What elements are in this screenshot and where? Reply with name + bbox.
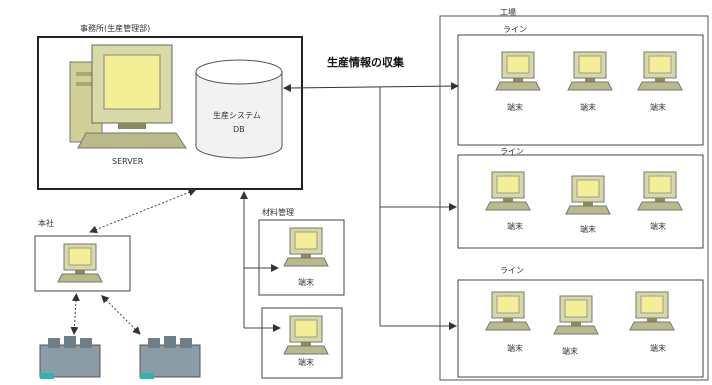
terminal-pc-icon (629, 291, 675, 331)
terminal-pc-icon (565, 175, 611, 215)
materials-terminal-label: 端末 (298, 358, 314, 367)
terminal-label: 端末 (650, 103, 666, 112)
server-label: SERVER (112, 157, 144, 166)
line-box-2 (457, 154, 704, 249)
headoffice-title: 本社 (38, 219, 54, 228)
terminal-pc-icon (57, 243, 103, 283)
terminal-label: 端末 (580, 103, 596, 112)
printer-icon (39, 336, 101, 379)
terminal-pc-icon (637, 171, 683, 211)
materials-terminal-label: 端末 (298, 278, 314, 287)
office-title: 事務所(生産管理部) (80, 24, 151, 33)
office-headoffice-link (89, 188, 197, 234)
server-computer-icon (69, 44, 187, 149)
factory-frame (439, 15, 709, 381)
terminal-pc-icon (495, 51, 541, 91)
printer-link-1 (70, 293, 80, 335)
line-label-1: ライン (503, 25, 527, 34)
printer-icon (139, 336, 201, 379)
factory-title: 工場 (500, 8, 516, 17)
terminal-label: 端末 (507, 103, 523, 112)
terminal-pc-icon (485, 291, 531, 331)
terminal-label: 端末 (507, 222, 523, 231)
line-label-3: ライン (500, 266, 524, 275)
line-label-2: ライン (500, 147, 524, 156)
terminal-pc-icon (553, 295, 599, 335)
terminal-pc-icon (283, 227, 329, 267)
line-box-3 (457, 279, 704, 378)
terminal-pc-icon (567, 51, 613, 91)
terminal-pc-icon (637, 51, 683, 91)
line-box-1 (457, 34, 704, 146)
materials-title: 材料管理 (262, 208, 294, 217)
db-label-line1: 生産システム (213, 111, 261, 120)
materials-box-1 (258, 219, 345, 296)
office-factory-link (283, 82, 459, 92)
database-icon (195, 59, 283, 159)
printer-link-2 (101, 295, 141, 335)
terminal-label: 端末 (580, 225, 596, 234)
terminal-label: 端末 (507, 344, 523, 353)
db-label-line2: DB (233, 125, 245, 134)
terminal-pc-icon (485, 171, 531, 211)
terminal-pc-icon (283, 315, 329, 355)
terminal-label: 端末 (562, 347, 578, 356)
flow-label: 生産情報の収集 (327, 56, 404, 69)
headoffice-frame (34, 235, 131, 292)
terminal-label: 端末 (650, 222, 666, 231)
materials-box-2 (261, 307, 343, 379)
terminal-label: 端末 (650, 344, 666, 353)
